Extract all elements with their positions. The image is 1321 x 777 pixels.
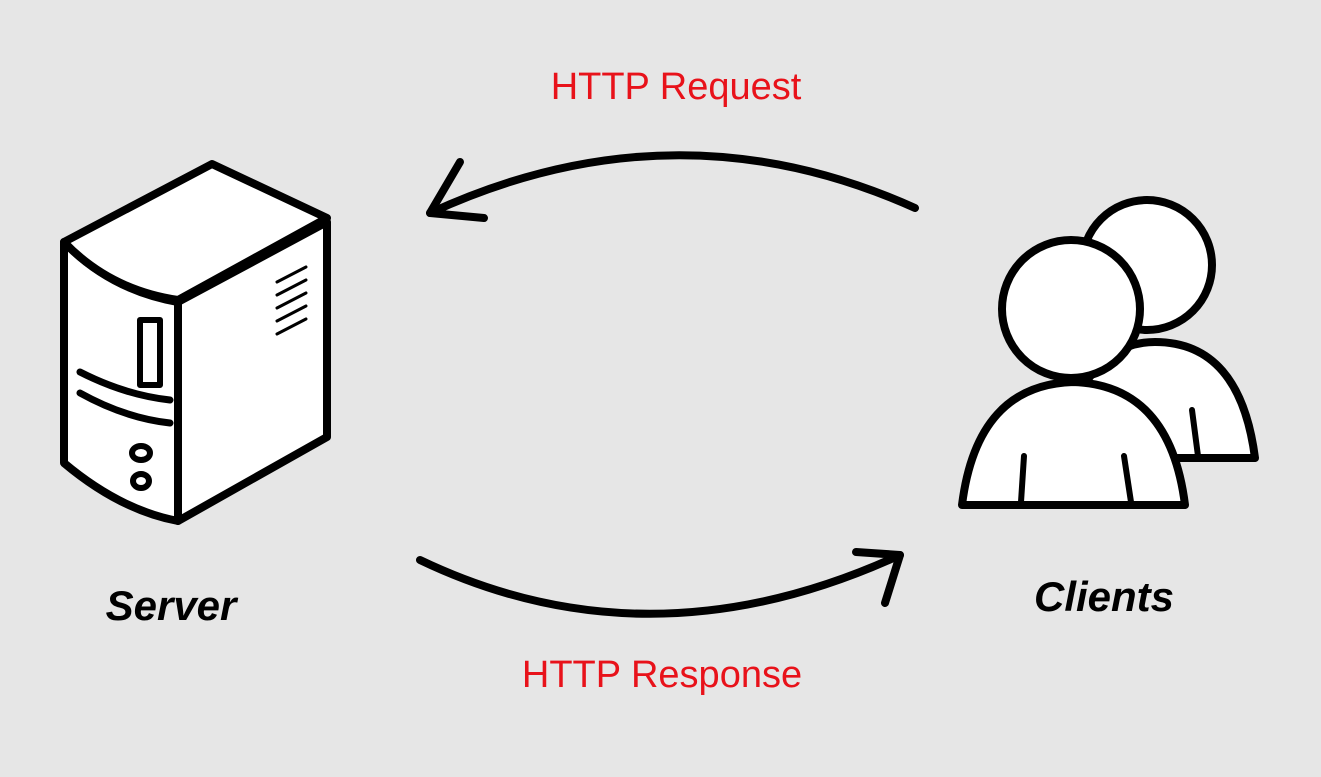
- response-arrow: [416, 548, 904, 618]
- request-label: HTTP Request: [550, 66, 802, 108]
- server-tower-icon: [60, 160, 331, 525]
- users-icon: [958, 196, 1259, 509]
- clients-label: Clients: [1033, 573, 1175, 620]
- server-label: Server: [105, 582, 237, 629]
- response-label: HTTP Response: [521, 654, 803, 696]
- request-arrow: [426, 151, 919, 222]
